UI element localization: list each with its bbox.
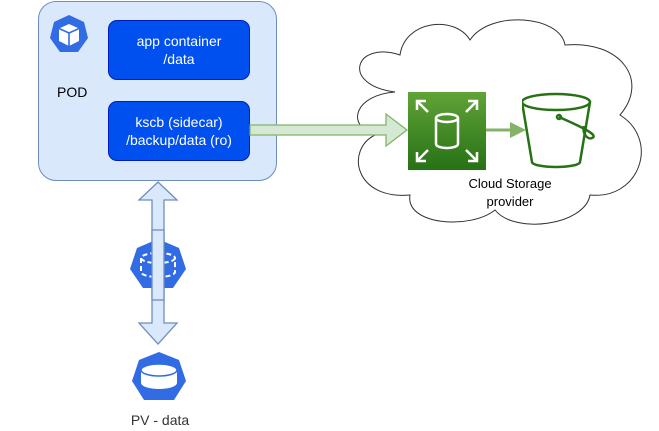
kscb-container-path: /backup/data (ro) bbox=[126, 132, 232, 148]
app-container-name: app container bbox=[136, 33, 222, 49]
app-container-box[interactable]: app container /data bbox=[108, 20, 250, 80]
cloud-storage-label: Cloud Storage provider bbox=[440, 175, 580, 211]
pod-label: POD bbox=[57, 84, 88, 100]
cloud-shape bbox=[357, 19, 642, 225]
bucket-icon[interactable] bbox=[522, 90, 600, 170]
cloud-label-line1: Cloud Storage bbox=[468, 176, 552, 191]
kscb-sidecar-box[interactable]: kscb (sidecar) /backup/data (ro) bbox=[108, 101, 250, 161]
storage-gateway-icon[interactable] bbox=[408, 92, 486, 170]
gateway-to-bucket-arrowhead bbox=[510, 122, 526, 138]
pv-label: PV - data bbox=[130, 412, 190, 428]
kscb-container-name: kscb (sidecar) bbox=[135, 114, 223, 130]
app-container-path: /data bbox=[163, 51, 195, 67]
backup-flow-arrow[interactable] bbox=[249, 112, 409, 148]
cloud-label-line2: provider bbox=[486, 194, 534, 209]
pod-icon bbox=[50, 15, 88, 52]
pv-icon bbox=[132, 352, 186, 400]
